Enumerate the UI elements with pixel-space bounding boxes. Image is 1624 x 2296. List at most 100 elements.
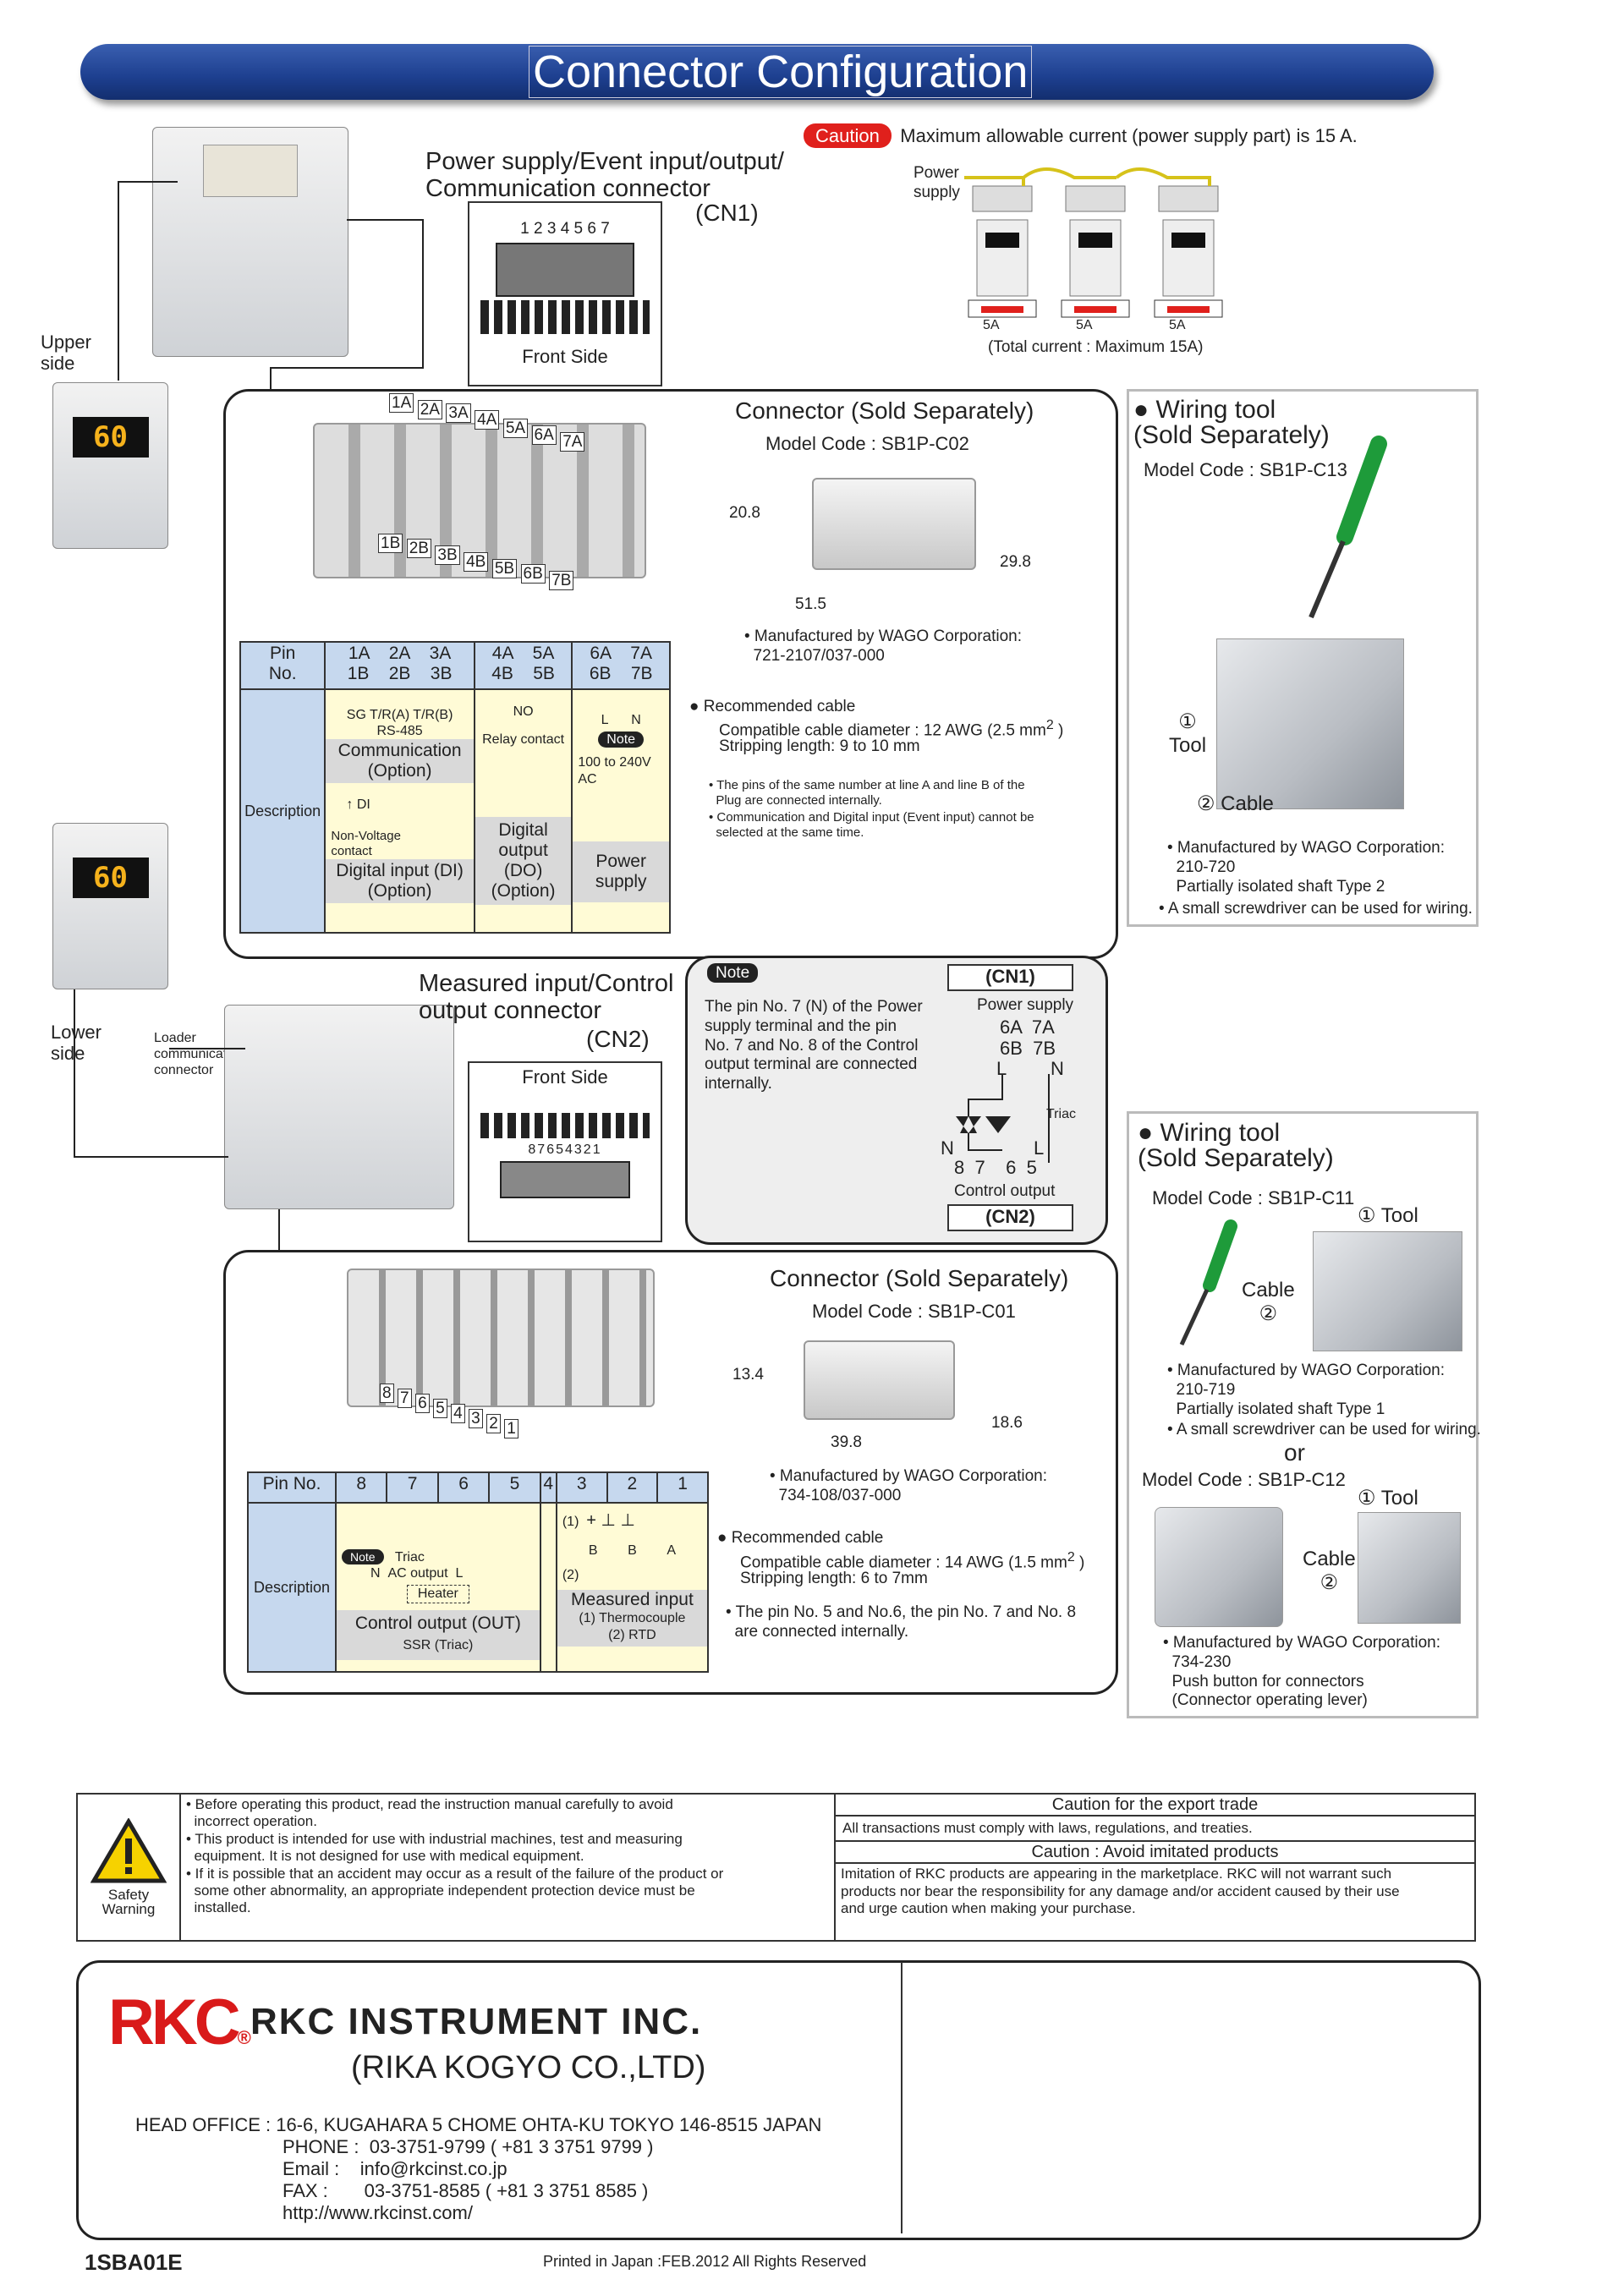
cn2-front-diagram: Front Side 87654321 <box>468 1061 662 1242</box>
tool2-model2: Model Code : SB1P-C12 <box>1142 1469 1346 1490</box>
note-pins-top: 6A 7A <box>1000 1016 1055 1038</box>
cn1-comm-di-cell: SG T/R(A) T/R(B) RS-485 Communication (O… <box>324 688 475 934</box>
caution-row: Caution Maximum allowable current (power… <box>804 123 1358 148</box>
website-link[interactable]: http://www.rkcinst.com/ <box>283 2202 473 2223</box>
imitation-title: Caution : Avoid imitated products <box>836 1842 1474 1865</box>
document-code: 1SBA01E <box>85 2249 183 2275</box>
pin-label-8: 8 <box>380 1384 394 1403</box>
pin-label-7: 7 <box>398 1389 412 1408</box>
cn2-pin-3: 3 <box>555 1471 608 1504</box>
cn2-mfr: • Manufactured by WAGO Corporation: 734-… <box>770 1467 1048 1504</box>
cn2-measured-cell: (1) + ⊥ ⊥ B B A (2) Measured input (1) T… <box>555 1502 710 1673</box>
company-panel <box>76 1960 1481 2240</box>
power-chain-diagram <box>964 167 1223 318</box>
tool2-photo <box>1313 1231 1462 1351</box>
cn1-strip: Stripping length: 9 to 10 mm <box>719 737 920 755</box>
tool2-title: Wiring tool (Sold Separately) <box>1138 1119 1334 1172</box>
pin-label-3b: 3B <box>435 545 460 565</box>
cn1-mfr: • Manufactured by WAGO Corporation: 721-… <box>744 627 1023 665</box>
pin-label-6b: 6B <box>520 564 546 584</box>
device-front-photo-2: 60 <box>52 823 168 989</box>
export-title: Caution for the export trade <box>836 1795 1474 1817</box>
cn2-pin-7: 7 <box>386 1471 439 1504</box>
page-title: Connector Configuration <box>529 46 1033 98</box>
note-control-output: Control output <box>954 1182 1056 1200</box>
tool2-mfr2: • Manufactured by WAGO Corporation: 734-… <box>1163 1634 1441 1710</box>
pin-label-5: 5 <box>433 1399 447 1418</box>
cn1-labels-b: 1B 2B 3B 4B 5B 6B 7B <box>378 534 574 590</box>
head-office: HEAD OFFICE : 16-6, KUGAHARA 5 CHOME OHT… <box>135 2114 822 2135</box>
cn1-pin-label: Pin No. <box>239 641 326 690</box>
pin-label-6a: 6A <box>531 425 557 445</box>
note-l: L <box>996 1058 1007 1079</box>
tool2-or: or <box>1284 1439 1305 1466</box>
note-cn1: (CN1) <box>947 964 1073 991</box>
pin-label-2a: 2A <box>417 400 442 419</box>
safety-item-1: • Before operating this product, read th… <box>186 1796 673 1830</box>
tool2-small: • A small screwdriver can be used for wi… <box>1167 1421 1481 1438</box>
triac-symbol <box>956 1074 1050 1163</box>
cn1-connector-title: Connector (Sold Separately) <box>735 397 1034 424</box>
tool1-model: Model Code : SB1P-C13 <box>1144 459 1347 480</box>
cn1-dim-w: 51.5 <box>795 595 826 613</box>
loader-label: Loader communication connector <box>154 1031 245 1078</box>
cn2-control-output-cell: Note Triac N AC output L Heater Control … <box>335 1502 541 1673</box>
cn1-desc-label: Description <box>239 688 326 934</box>
cn1-model: Model Code : SB1P-C02 <box>765 433 969 454</box>
cn2-dimension-photo <box>804 1340 955 1420</box>
pin-label-6: 6 <box>415 1394 430 1413</box>
lower-side-label: Lower side <box>51 1022 102 1065</box>
pin-label-5a: 5A <box>502 419 529 438</box>
note-l2: L <box>1034 1137 1045 1159</box>
tool1-mfr: • Manufactured by WAGO Corporation: 210-… <box>1167 839 1446 896</box>
pin-label-1: 1 <box>504 1419 518 1438</box>
upper-side-label: Upper side <box>41 332 91 375</box>
email-row: Email : info@rkcinst.co.jp <box>283 2158 508 2179</box>
warning-icon <box>90 1817 167 1883</box>
cn1-note2: • Communication and Digital input (Event… <box>709 810 1034 840</box>
amp-label-2: 5A <box>1076 318 1093 332</box>
pin-label-5b: 5B <box>491 559 518 578</box>
phone-label: PHONE : <box>283 2136 359 2157</box>
pin-label-3a: 3A <box>446 403 471 423</box>
pin-label-7b: 7B <box>549 571 574 590</box>
cn2-pin-5: 5 <box>488 1471 541 1504</box>
safety-icon-label: Safety Warning <box>102 1887 156 1917</box>
note-cn2: (CN2) <box>947 1204 1073 1231</box>
cn1-dimension-photo <box>812 478 976 570</box>
rkc-logo: RKC® <box>108 1986 251 2058</box>
pin-label-2: 2 <box>486 1414 501 1433</box>
fax-row: FAX : 03-3751-8585 ( +81 3 3751 8585 ) <box>283 2180 648 2201</box>
tool2-cable-label-b: Cable ② <box>1303 1548 1356 1594</box>
cn2-pin-4: 4 <box>539 1471 557 1504</box>
cn2-strip: Stripping length: 6 to 7mm <box>740 1570 928 1587</box>
phone-value: 03-3751-9799 ( +81 3 3751 9799 ) <box>369 2136 654 2157</box>
fax-value: 03-3751-8585 ( +81 3 3751 8585 ) <box>364 2180 649 2201</box>
cn2-dim-h: 13.4 <box>732 1366 764 1384</box>
device-front-photo-1: 60 <box>52 382 168 549</box>
cn2-note1: • The pin No. 5 and No.6, the pin No. 7 … <box>726 1603 1077 1641</box>
power-supply-label: Power supply <box>914 164 960 201</box>
cn1-cable-title: Recommended cable <box>689 698 855 717</box>
note-n: N <box>1051 1058 1064 1079</box>
pin-label-4a: 4A <box>475 410 500 430</box>
cn2-dim-w: 39.8 <box>831 1433 862 1451</box>
cn1-labels-a: 1A 2A 3A 4A 5A 6A 7A <box>389 393 585 452</box>
tool2-cable-label: Cable ② <box>1242 1279 1295 1325</box>
lcd-display-2: 60 <box>72 858 149 898</box>
cn2-cable-diam: Compatible cable diameter : 14 AWG (1.5 … <box>740 1550 1085 1572</box>
amp-label-3: 5A <box>1169 318 1186 332</box>
cn1-title: Power supply/Event input/output/ Communi… <box>425 148 784 202</box>
tool2-photo-b <box>1358 1512 1461 1624</box>
cn1-dim-h: 20.8 <box>729 504 760 522</box>
cn2-pin-2: 2 <box>606 1471 659 1504</box>
company-divider <box>901 1962 903 2233</box>
note-box <box>685 956 1108 1245</box>
note-pins-mid: 6B 7B <box>1000 1038 1056 1059</box>
fax-label: FAX : <box>283 2180 328 2201</box>
email-value[interactable]: info@rkcinst.co.jp <box>359 2158 508 2179</box>
printed-note: Printed in Japan :FEB.2012 All Rights Re… <box>543 2253 867 2270</box>
note-badge: Note <box>707 963 759 984</box>
email-label: Email : <box>283 2158 340 2179</box>
